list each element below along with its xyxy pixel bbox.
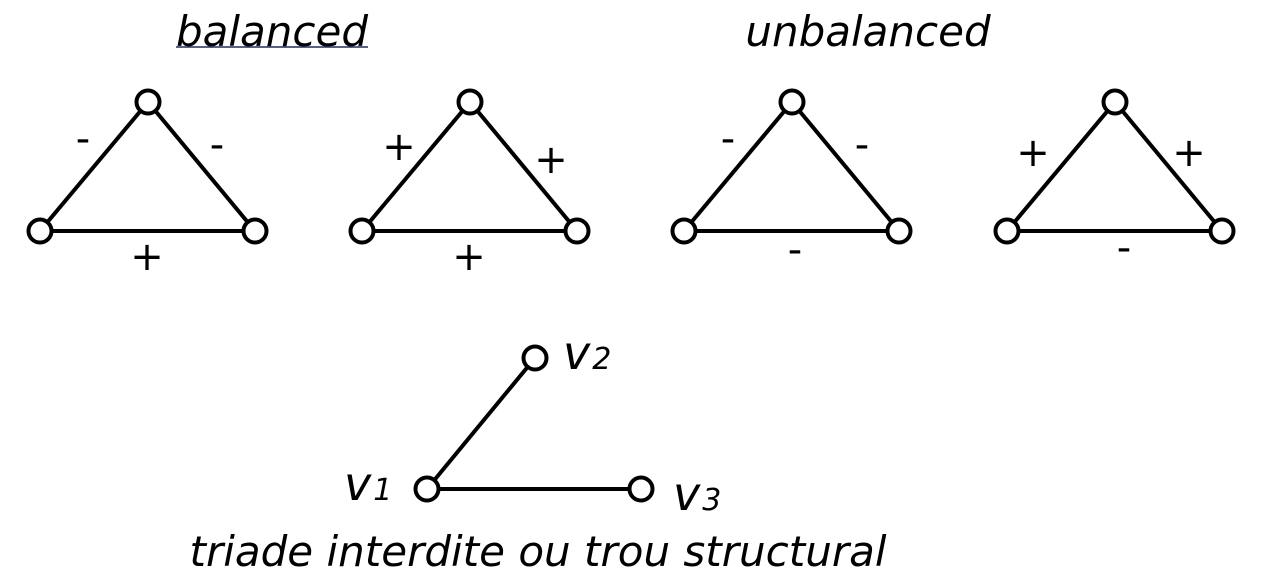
- triad-4-left-sign: +: [1016, 130, 1050, 176]
- triad-3-bottom-sign: -: [788, 227, 802, 273]
- open-triad-node-v2: [521, 344, 549, 372]
- triad-2-left-node: [348, 217, 376, 245]
- triad-3-left-edge: [682, 100, 794, 233]
- triad-1-top-node: [134, 88, 162, 116]
- triad-1-right-edge: [146, 100, 257, 233]
- triad-1-right-node: [241, 217, 269, 245]
- triad-4: + + -: [993, 88, 1236, 271]
- open-triad-node-v3: [627, 475, 655, 503]
- open-triad-edge-v1-v2: [425, 356, 537, 491]
- open-triad-caption: triade interdite ou trou structural: [190, 527, 887, 576]
- triad-2: + + +: [348, 88, 591, 280]
- triad-2-top-node: [456, 88, 484, 116]
- triad-4-right-sign: +: [1172, 130, 1206, 176]
- balanced-heading: balanced: [176, 7, 368, 56]
- v2-label: v2: [563, 326, 611, 380]
- triad-4-right-node: [1208, 217, 1236, 245]
- triad-2-left-edge: [360, 100, 472, 233]
- triad-3-right-sign: -: [855, 122, 869, 168]
- unbalanced-heading: unbalanced: [745, 7, 991, 56]
- triad-4-bottom-sign: -: [1117, 225, 1131, 271]
- triad-1: - - +: [26, 88, 269, 280]
- triad-1-left-edge: [38, 100, 150, 233]
- v3-label: v3: [673, 467, 721, 521]
- triad-3-right-edge: [790, 100, 901, 233]
- triad-2-left-sign: +: [382, 124, 416, 170]
- triad-2-right-node: [563, 217, 591, 245]
- triad-1-left-sign: -: [76, 116, 90, 162]
- triad-3: - - -: [670, 88, 913, 273]
- triad-2-right-sign: +: [534, 137, 568, 183]
- triad-1-left-node: [26, 217, 54, 245]
- triad-1-bottom-sign: +: [130, 234, 164, 280]
- open-triad-node-v1: [413, 475, 441, 503]
- triad-4-left-node: [993, 217, 1021, 245]
- triad-3-top-node: [778, 88, 806, 116]
- triad-4-right-edge: [1113, 100, 1224, 233]
- triad-4-top-node: [1101, 88, 1129, 116]
- triad-2-bottom-sign: +: [452, 234, 486, 280]
- triad-1-right-sign: -: [210, 122, 224, 168]
- triad-2-right-edge: [468, 100, 579, 233]
- triad-4-left-edge: [1005, 100, 1117, 233]
- triad-3-right-node: [885, 217, 913, 245]
- open-triad: v2 v1 v3 triade interdite ou trou struct…: [190, 326, 887, 576]
- v1-label: v1: [344, 457, 392, 511]
- triad-3-left-node: [670, 217, 698, 245]
- triad-3-left-sign: -: [721, 116, 735, 162]
